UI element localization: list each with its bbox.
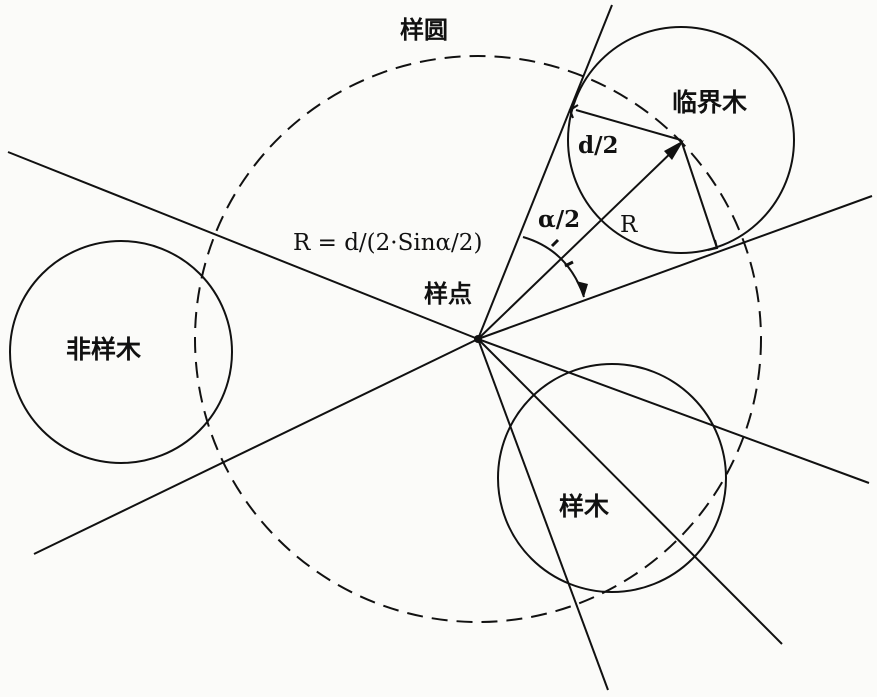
sample-point-label: 样点: [424, 280, 472, 308]
sight-line-sample-1: [477, 338, 609, 691]
half-angle-tick-1: [550, 238, 560, 248]
plot-circle: [194, 55, 762, 623]
half-angle-tick-2: [564, 260, 574, 268]
right-angle-mark-lower: [707, 239, 719, 251]
borderline-tree-circle: [567, 26, 795, 254]
sight-line-sample-2: [477, 338, 783, 645]
half-diameter-line-lower: [680, 139, 718, 249]
sight-line-upper-left: [7, 151, 479, 340]
sample-tree-circle: [497, 363, 727, 593]
sight-line-lower-left: [33, 338, 479, 555]
sample-point-dot: [474, 335, 482, 343]
right-angle-mark-upper: [568, 104, 579, 119]
borderline-tree-label: 临界木: [672, 88, 747, 117]
half-angle-label: α/2: [538, 206, 580, 233]
non-sample-tree-circle: [9, 240, 233, 464]
sight-line-borderline-right: [477, 195, 873, 340]
sight-line-lower-right: [477, 338, 870, 484]
plot-circle-label: 样圆: [400, 16, 448, 44]
radius-arrowhead: [664, 140, 684, 160]
radius-line: [477, 145, 679, 340]
radius-label: R: [620, 212, 638, 238]
half-diameter-label: d/2: [578, 132, 619, 159]
half-diameter-line-upper: [575, 109, 682, 141]
formula-label: R = d/(2·Sinα/2): [293, 230, 482, 256]
sight-line-borderline-left: [477, 4, 613, 340]
sample-tree-label: 样木: [559, 492, 609, 521]
half-angle-arrowhead: [576, 281, 588, 297]
sight-lines: [7, 4, 873, 691]
non-sample-tree-label: 非样木: [66, 335, 141, 364]
